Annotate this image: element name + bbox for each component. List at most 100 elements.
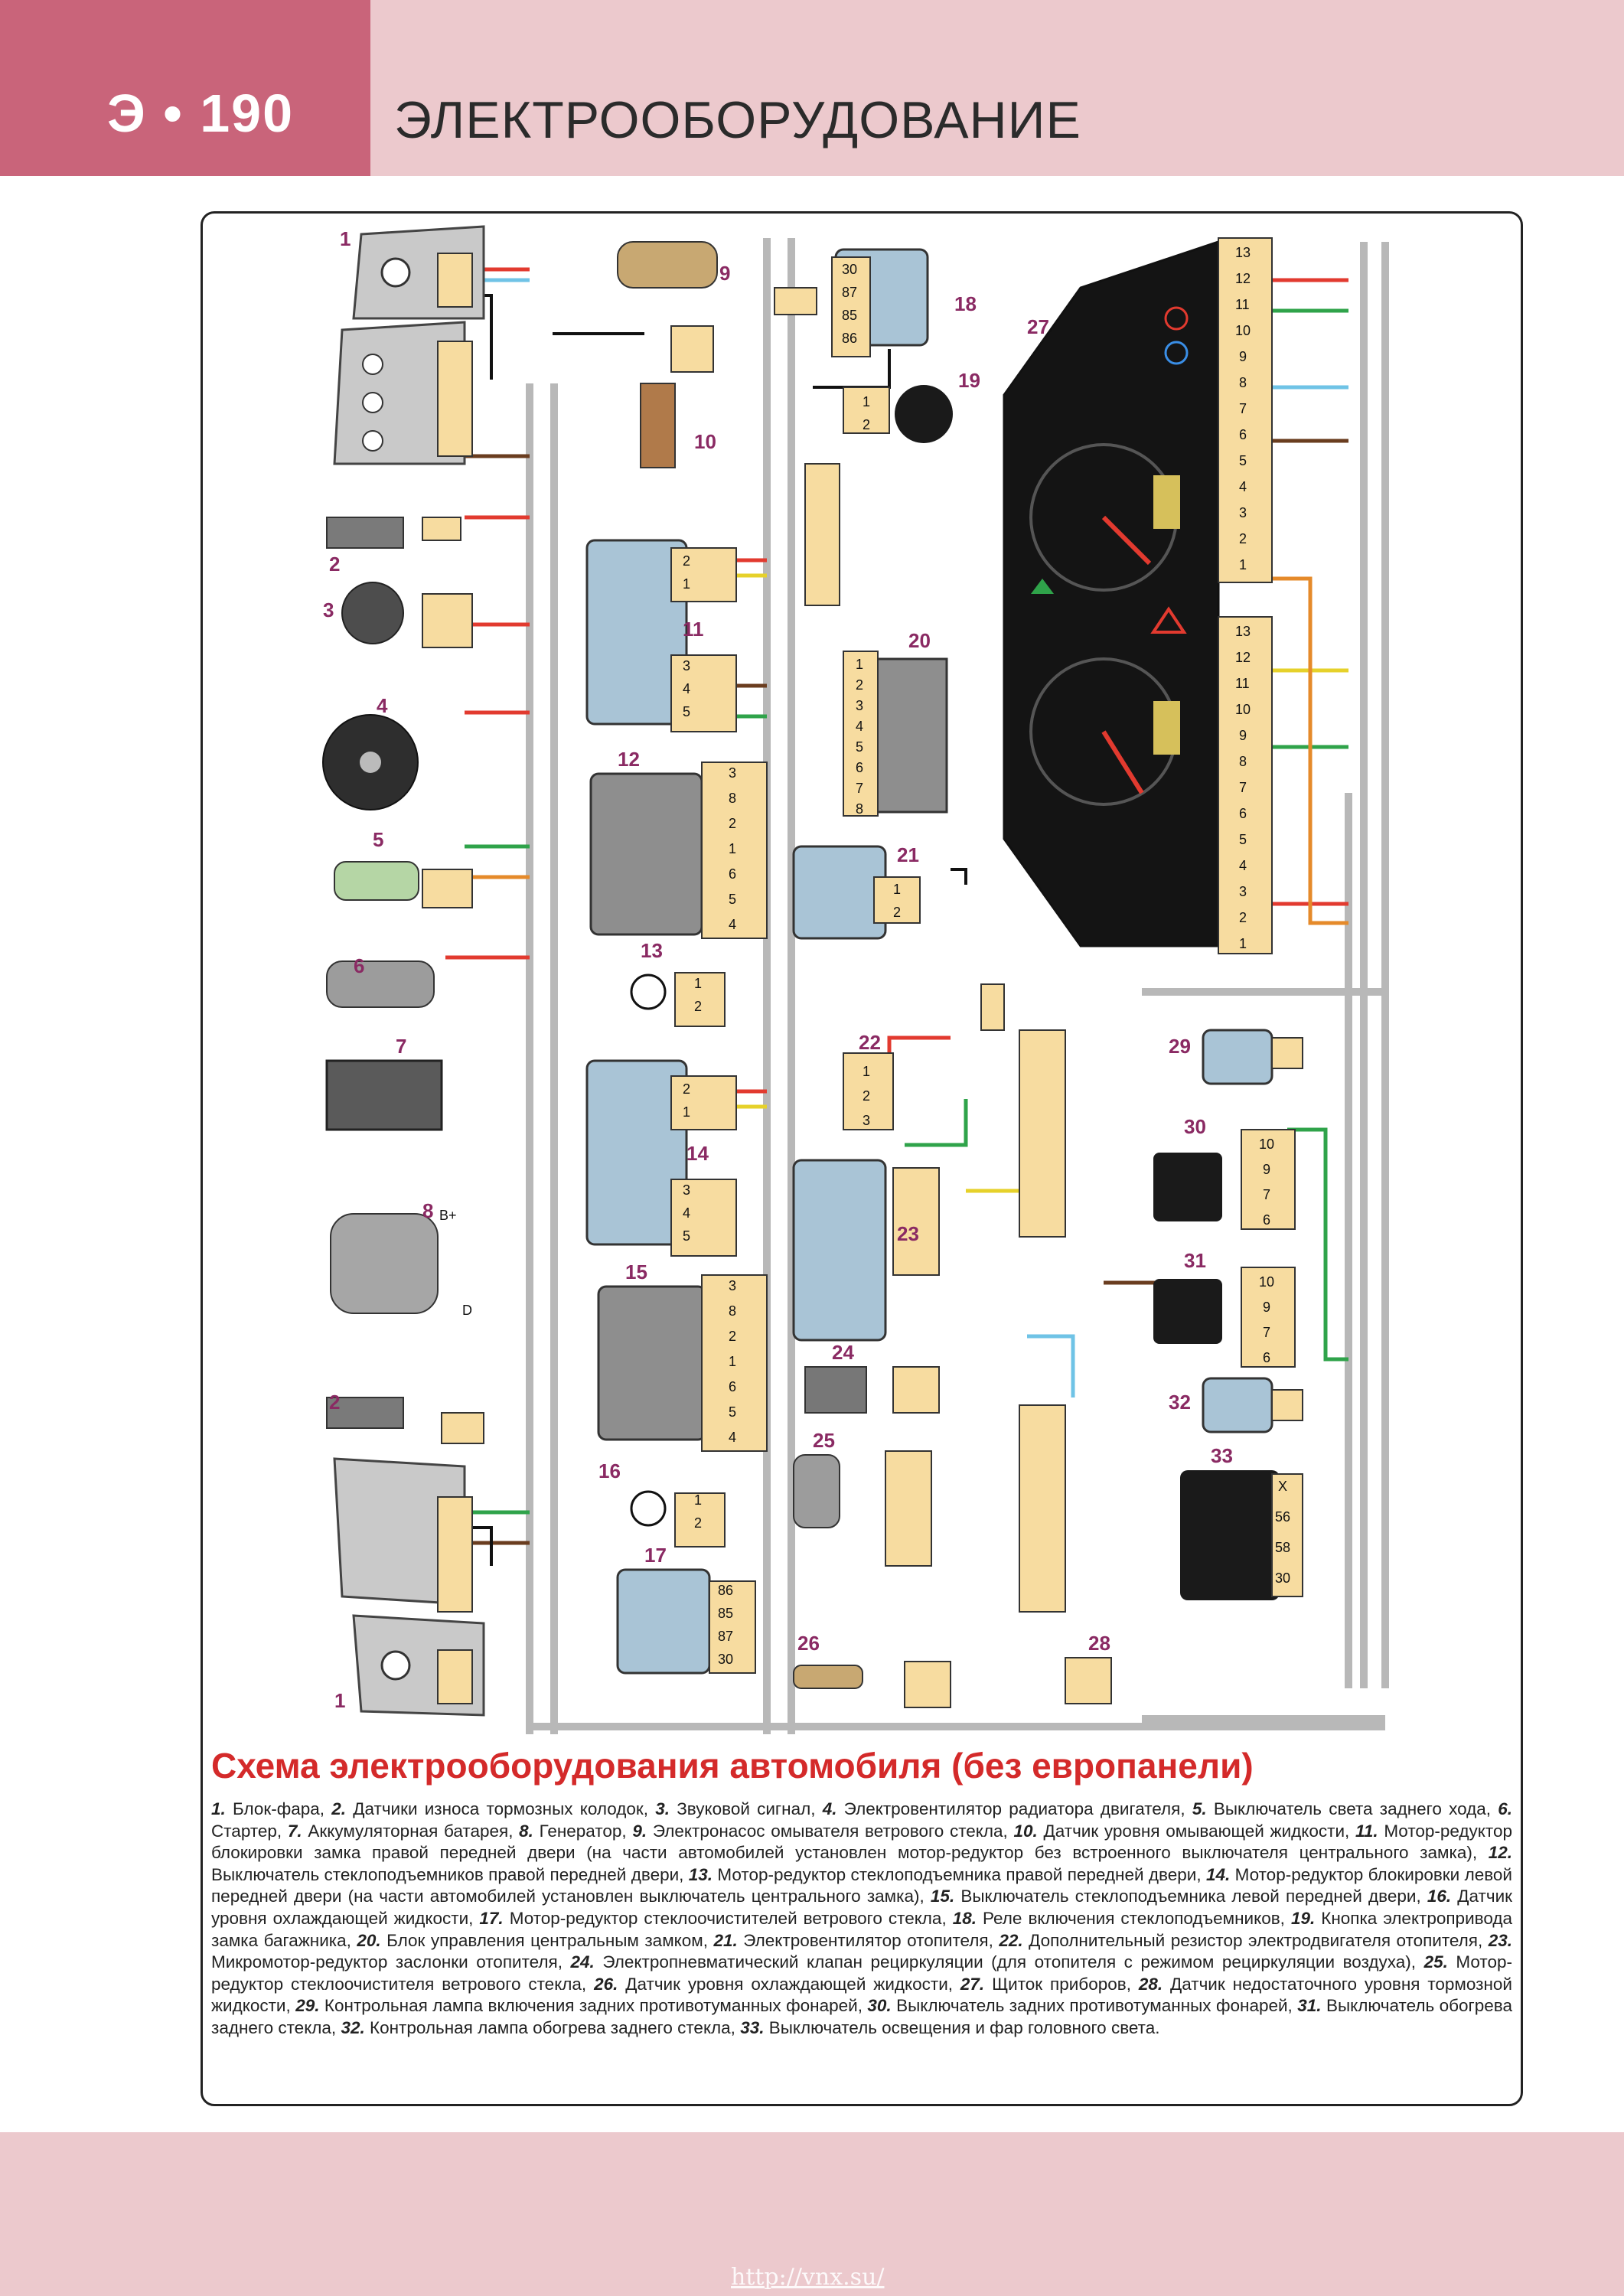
cluster-bottom-pin-7: 7: [1239, 780, 1247, 795]
label-4: 4: [377, 694, 388, 717]
legend-item-number: 31.: [1297, 1996, 1322, 2016]
cluster-top-pin-1: 1: [1239, 557, 1247, 572]
label-13: 13: [641, 939, 663, 962]
switch15-pin-4: 4: [729, 1430, 736, 1445]
switch15-pin-6: 6: [729, 1379, 736, 1394]
label-22: 22: [859, 1031, 881, 1054]
motor14-pin-4: 4: [683, 1205, 690, 1221]
controller20-pin-2: 2: [856, 677, 863, 693]
legend-item-number: 28.: [1138, 1974, 1163, 1994]
wire-blue-3: [1027, 1334, 1075, 1397]
legend-item-text: Щиток приборов,: [984, 1974, 1139, 1994]
odometer-display: [1153, 475, 1180, 529]
coolant-level-sensor: [793, 1665, 863, 1689]
button19-pin-1: 1: [863, 394, 870, 409]
legend-item-text: Кнопка электропривода замка багажника,: [211, 1908, 1512, 1950]
pin-labels: B+ D 30 87 85 86 86 85 87 30 13 12 11 10…: [439, 245, 1290, 1667]
label-16: 16: [598, 1459, 621, 1482]
page-number: Э • 190: [107, 83, 294, 143]
legend-item-text: Микромотор-редуктор заслонки отопителя,: [211, 1952, 571, 1972]
switch30-pin-9: 9: [1263, 1162, 1270, 1177]
legend-item-text: Датчик уровня охлаждающей жидкости,: [618, 1974, 960, 1994]
door-lock-motor-right: [585, 539, 688, 726]
brake-warning-icon: [1164, 306, 1189, 331]
component-labels: 1 2 3 4 5 6 7 8 9 10 11 12 13 14 15 16 1…: [323, 227, 1233, 1712]
cluster-top-pin-3: 3: [1239, 505, 1247, 520]
rear-defrost-indicator: [1202, 1377, 1273, 1433]
legend-item-number: 25.: [1423, 1952, 1448, 1972]
cluster-bottom-pin-5: 5: [1239, 832, 1247, 847]
reverse-light-switch: [334, 861, 419, 901]
high-beam-icon: [1164, 341, 1189, 365]
legend-item-text: Контрольная лампа обогрева заднего стекл…: [364, 2017, 741, 2037]
cluster-top-pin-6: 6: [1239, 427, 1247, 442]
heater-flap-motor: [792, 1159, 887, 1342]
legend-item-number: 4.: [822, 1799, 837, 1818]
gray-harness-lines: [526, 238, 1389, 1734]
motor16-pin-2: 2: [694, 1515, 702, 1531]
window-switch-left: [597, 1285, 707, 1441]
cluster-bottom-pin-4: 4: [1239, 858, 1247, 873]
window-switch-right: [589, 772, 703, 936]
label-27: 27: [1027, 315, 1049, 338]
legend-item-text: Аккумуляторная батарея,: [302, 1821, 520, 1841]
recirculation-valve: [804, 1366, 867, 1414]
switch15-pin-5: 5: [729, 1404, 736, 1420]
motor13-pin-2: 2: [694, 999, 702, 1014]
legend-item-number: 16.: [1427, 1887, 1452, 1906]
diagram-frame: [201, 211, 1523, 2106]
footer-band: [0, 2132, 1624, 2296]
legend-item-number: 27.: [960, 1974, 985, 1994]
motor11-pin-1: 1: [683, 576, 690, 592]
label-9: 9: [719, 262, 730, 285]
legend-item-number: 23.: [1488, 1930, 1512, 1950]
switch12-pin-8: 8: [729, 791, 736, 806]
legend-item-number: 2.: [331, 1799, 347, 1818]
legend-item-number: 19.: [1290, 1908, 1316, 1928]
legend-item-text: Реле включения стеклоподъемников,: [977, 1908, 1291, 1928]
black-wire-4: [465, 1526, 493, 1566]
motor11-pin-2: 2: [683, 553, 690, 569]
label-8: 8: [422, 1199, 433, 1222]
legend-item-number: 21.: [713, 1930, 738, 1950]
brake-pad-sensor-top: [326, 517, 404, 549]
wiring-diagram: 1 2 3 4 5 6 7 8 9 10 11 12 13 14 15 16 1…: [322, 225, 1389, 1734]
relay17-pin-86: 86: [718, 1583, 733, 1598]
label-10: 10: [694, 430, 716, 453]
switch33-pin-x: X: [1278, 1479, 1287, 1494]
label-23: 23: [897, 1222, 919, 1245]
headlamp-top-lower: [333, 321, 466, 465]
label-30: 30: [1184, 1115, 1206, 1138]
trunk-button: [895, 385, 953, 443]
tachometer-needle: [1101, 730, 1144, 794]
switch33-pin-58: 58: [1275, 1540, 1290, 1555]
switch15-pin-8: 8: [729, 1303, 736, 1319]
legend-item-number: 32.: [341, 2017, 365, 2037]
wire-red-10: [887, 1035, 951, 1076]
header-page-badge: [0, 0, 370, 176]
switch12-pin-2: 2: [729, 816, 736, 831]
legend-item-text: Выключатель света заднего хода,: [1206, 1799, 1498, 1818]
label-15: 15: [625, 1261, 647, 1283]
legend-item-number: 7.: [287, 1821, 302, 1841]
switch31-pin-6: 6: [1263, 1350, 1270, 1365]
legend-item-number: 11.: [1355, 1821, 1378, 1841]
legend-item-text: Электровентилятор радиатора двигателя,: [836, 1799, 1192, 1818]
generator-terminal-d: D: [462, 1303, 472, 1318]
connector-blocks: [422, 253, 1303, 1708]
label-24: 24: [832, 1341, 854, 1364]
label-17: 17: [644, 1544, 667, 1567]
wire-green-6: [1287, 1127, 1348, 1362]
label-6: 6: [354, 954, 364, 977]
legend-item-text: Датчик уровня омывающей жидкости,: [1037, 1821, 1355, 1841]
cluster-connector-top: [1218, 237, 1273, 583]
resistor22-pin-2: 2: [863, 1088, 870, 1104]
legend-item-text: Электропневматический клапан рециркуляци…: [594, 1952, 1424, 1972]
legend-item-text: Датчики износа тормозных колодок,: [346, 1799, 656, 1818]
controller20-pin-3: 3: [856, 698, 863, 713]
headlamp-bottom: [333, 1457, 485, 1717]
switch12-pin-1: 1: [729, 841, 736, 856]
cluster-bottom-pin-3: 3: [1239, 884, 1247, 899]
site-url[interactable]: http://vnx.su/: [731, 2264, 885, 2291]
switch12-pin-6: 6: [729, 866, 736, 882]
